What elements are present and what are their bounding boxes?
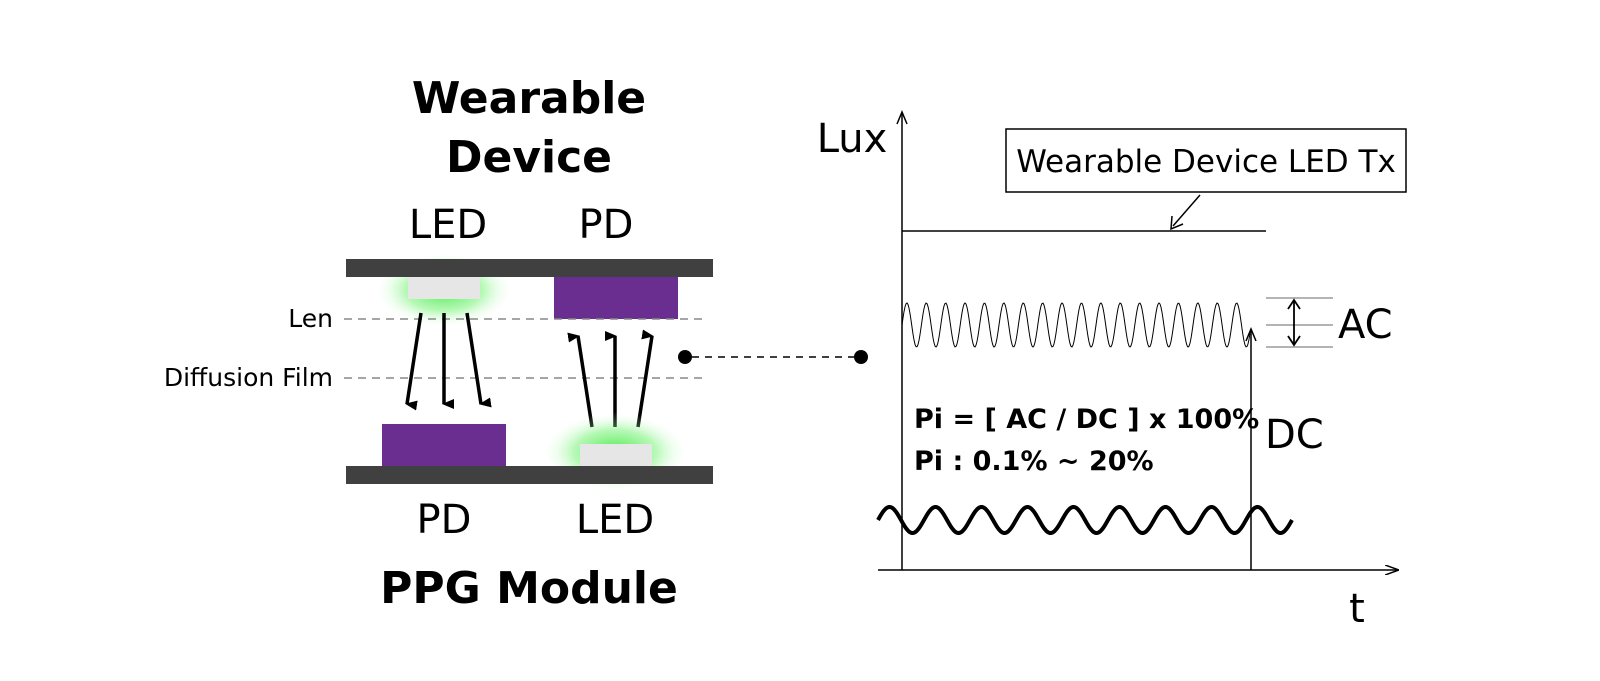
y-axis-label: Lux [817, 116, 888, 162]
bottom-led-label: LED [576, 497, 654, 543]
down-arrow-right [465, 312, 492, 408]
top-photodiode [554, 277, 678, 319]
top-pd-label: PD [579, 202, 634, 248]
bottom-board [346, 466, 713, 484]
ac-signal-wave [901, 302, 1251, 348]
dc-arrowhead [1245, 327, 1257, 342]
up-arrow-left [567, 332, 594, 428]
dc-label: DC [1265, 412, 1324, 458]
ppg-module-label: PPG Module [380, 563, 678, 614]
connector-dot-right [854, 350, 868, 364]
x-axis-label: t [1349, 586, 1365, 632]
ac-arrow-top [1287, 298, 1301, 310]
len-label: Len [288, 304, 333, 333]
down-arrow-left [405, 312, 423, 411]
callout-box [1005, 128, 1407, 193]
bottom-photodiode [382, 424, 506, 466]
top-led-chip [408, 277, 480, 299]
bottom-led-chip [580, 444, 652, 466]
formula-line1: Pi = [ AC / DC ] x 100% [914, 404, 1259, 435]
connector-dot-left [678, 350, 692, 364]
device-title-line2: Device [446, 132, 612, 183]
top-led-label: LED [409, 202, 487, 248]
ac-arrow-bottom [1287, 335, 1301, 347]
ac-label: AC [1338, 302, 1393, 348]
diffusion-film-label: Diffusion Film [164, 363, 333, 392]
callout-label: Wearable Device LED Tx [1016, 144, 1396, 180]
top-board [346, 259, 713, 277]
device-title-line1: Wearable [412, 73, 646, 124]
up-arrow-right [636, 329, 654, 428]
y-axis-arrowhead [896, 110, 908, 125]
callout-pointer-head [1170, 215, 1184, 231]
formula-line2: Pi : 0.1% ~ 20% [914, 446, 1154, 477]
baseline-wave [876, 505, 1294, 535]
bottom-pd-label: PD [417, 497, 472, 543]
callout-pointer [1172, 194, 1201, 227]
